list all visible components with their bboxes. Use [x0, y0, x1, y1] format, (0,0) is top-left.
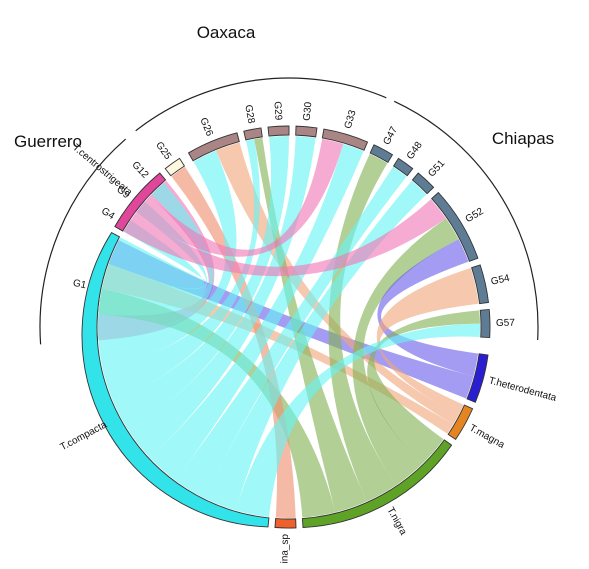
sector-label-g4: G4 [99, 206, 117, 223]
ribbon-g57-t-nigra [367, 310, 480, 465]
ribbon-g25-trichodina-sp [171, 166, 296, 518]
sector-label-g52: G52 [464, 206, 486, 225]
region-bracket-guerrero [39, 138, 127, 345]
region-label-chiapas: Chiapas [492, 129, 554, 148]
region-bracket-oaxaca [135, 77, 387, 132]
ribbon-g33-t-centrostrigeata [135, 138, 344, 257]
sector-label-g51: G51 [426, 158, 447, 180]
sector-label-t-heterodentata: T.heterodentata [487, 375, 557, 404]
sector-label-trichodina-sp: Trichodina_sp [279, 533, 291, 564]
sector-t-compacta [81, 232, 270, 528]
sector-label-t-nigra: T.nigra [384, 505, 408, 537]
sector-g25 [164, 157, 186, 177]
sector-label-g54: G54 [490, 273, 511, 288]
sector-label-g12: G12 [129, 159, 150, 181]
sector-label-t-compacta: T.compacta [59, 419, 110, 453]
ribbon-g52-t-centrostrigeata [123, 199, 447, 277]
sector-t-heterodentata [466, 353, 489, 403]
region-bracket-chiapas [393, 100, 539, 341]
ribbon-g52-t-nigra [352, 218, 459, 486]
sector-g26 [187, 132, 240, 162]
sector-g47 [369, 144, 394, 164]
sector-label-g57: G57 [496, 318, 516, 329]
sector-g52 [431, 191, 479, 262]
sector-label-g47: G47 [381, 125, 400, 147]
sector-trichodina-sp [274, 518, 297, 529]
sector-label-g29: G29 [272, 101, 284, 121]
ribbon-g29-t-compacta [113, 136, 289, 432]
ribbon-g28-t-nigra [254, 137, 367, 513]
sector-label-g26: G26 [197, 116, 215, 138]
sector-t-nigra [301, 439, 453, 528]
ribbon-g30-t-compacta [128, 136, 316, 458]
sector-label-g1: G1 [72, 278, 88, 292]
sector-g30 [295, 125, 318, 138]
sector-g29 [267, 125, 290, 137]
ribbon-g57-t-compacta [235, 323, 480, 517]
sector-g33 [321, 128, 369, 151]
sector-t-magna [447, 404, 474, 441]
sector-g51 [411, 172, 435, 195]
ribbon-g33-t-compacta [149, 143, 364, 481]
ribbon-g26-t-magna [215, 142, 459, 425]
region-label-oaxaca: Oaxaca [197, 23, 256, 42]
ribbon-g9-t-compacta [99, 201, 208, 306]
sector-g28 [243, 127, 263, 141]
sector-g48 [392, 157, 414, 177]
sector-label-g30: G30 [302, 101, 315, 121]
sector-label-g48: G48 [405, 140, 425, 162]
ribbon-g54-t-magna [376, 267, 479, 415]
ribbon-g48-t-compacta [175, 166, 407, 499]
sector-g57 [479, 308, 491, 338]
sector-label-g25: G25 [153, 140, 173, 162]
sector-label-t-magna: T.magna [467, 423, 506, 451]
sector-layer [81, 125, 491, 529]
sector-label-g28: G28 [242, 104, 256, 125]
ribbon-g12-t-compacta [98, 182, 214, 336]
ribbon-g51-t-compacta [204, 180, 427, 511]
ribbon-g26-t-compacta [98, 150, 237, 370]
region-label-guerrero: Guerrero [14, 132, 82, 151]
sector-g54 [471, 264, 489, 305]
sector-t-centrostrigeata [114, 172, 167, 232]
ribbon-layer [98, 136, 480, 518]
ribbon-g4-t-compacta [107, 220, 206, 290]
ribbon-g28-t-compacta [102, 139, 260, 402]
sector-label-g33: G33 [343, 108, 359, 130]
